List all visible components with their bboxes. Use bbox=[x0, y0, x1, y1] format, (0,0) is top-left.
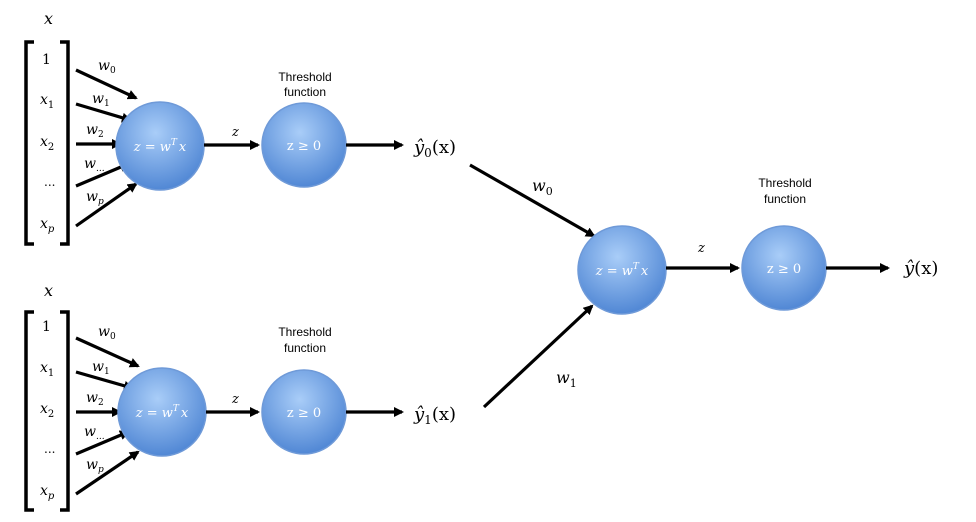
top-unit: x 1 x1 x2 ... xp w0 w1 w2 w... wp z = wT… bbox=[24, 9, 456, 246]
top-threshold-node-label: z ≥ 0 bbox=[287, 139, 321, 154]
top-weight-arrow-p bbox=[75, 182, 138, 228]
bottom-weight-arrow-0 bbox=[75, 336, 140, 368]
top-weight-label-3: w... bbox=[84, 156, 105, 174]
top-weight-arrow-3 bbox=[75, 162, 130, 188]
final-threshold-node-label: z ≥ 0 bbox=[767, 262, 801, 277]
bottom-weight-label-2: w2 bbox=[86, 390, 104, 408]
top-weight-label-2: w2 bbox=[86, 122, 104, 140]
final-output-label: ŷ(x) bbox=[903, 258, 938, 279]
final-weight-label-1: w1 bbox=[556, 368, 577, 390]
bottom-weight-label-0: w0 bbox=[98, 324, 116, 342]
bottom-input-x2: x2 bbox=[40, 401, 54, 420]
final-threshold-title-1: Threshold bbox=[758, 176, 811, 190]
final-weight-arrow-1 bbox=[482, 304, 594, 409]
top-weight-label-p: wp bbox=[86, 189, 104, 207]
final-weight-label-0: w0 bbox=[532, 176, 553, 198]
final-z-label: z bbox=[697, 241, 705, 256]
top-output-label: ŷ0(x) bbox=[413, 137, 456, 160]
bottom-threshold-title-2: function bbox=[284, 341, 326, 355]
bottom-input-x1: x1 bbox=[40, 360, 54, 379]
top-threshold-title-1: Threshold bbox=[278, 70, 331, 84]
bottom-threshold-node-label: z ≥ 0 bbox=[287, 406, 321, 421]
bottom-weight-label-p: wp bbox=[86, 457, 104, 475]
top-input-x1: x1 bbox=[40, 92, 54, 111]
bottom-threshold-title-1: Threshold bbox=[278, 325, 331, 339]
final-threshold-title-2: function bbox=[764, 192, 806, 206]
bottom-weight-label-3: w... bbox=[84, 424, 105, 442]
bottom-input-1: 1 bbox=[42, 319, 51, 335]
bottom-input-vector-label: x bbox=[44, 281, 53, 300]
top-right-bracket bbox=[60, 40, 70, 246]
bottom-unit: x 1 x1 x2 ... xp w0 w1 w2 w... wp z = wT… bbox=[24, 281, 456, 512]
top-input-xp: xp bbox=[40, 216, 55, 235]
bottom-left-bracket bbox=[24, 310, 34, 512]
bottom-weight-label-1: w1 bbox=[92, 359, 110, 377]
top-weight-label-1: w1 bbox=[92, 91, 110, 109]
bottom-input-xp: xp bbox=[40, 483, 55, 502]
bottom-weight-arrow-1 bbox=[75, 370, 134, 391]
top-input-ellipsis: ... bbox=[44, 175, 55, 189]
bottom-weight-arrow-3 bbox=[75, 430, 130, 456]
bottom-weight-arrow-p bbox=[75, 450, 140, 496]
top-threshold-title-2: function bbox=[284, 85, 326, 99]
top-weight-arrow-0 bbox=[75, 68, 138, 100]
final-sum-node bbox=[577, 225, 667, 315]
bottom-z-label: z bbox=[231, 392, 239, 407]
top-input-1: 1 bbox=[42, 52, 51, 68]
top-input-vector-label: x bbox=[44, 9, 53, 28]
top-input-x2: x2 bbox=[40, 134, 54, 153]
bottom-output-label: ŷ1(x) bbox=[413, 404, 456, 427]
bottom-right-bracket bbox=[60, 310, 70, 512]
top-weight-arrow-1 bbox=[75, 102, 132, 123]
top-weight-label-0: w0 bbox=[98, 58, 116, 76]
bottom-input-ellipsis: ... bbox=[44, 442, 55, 456]
top-z-label: z bbox=[231, 125, 239, 140]
final-weight-arrow-0 bbox=[469, 163, 596, 238]
top-left-bracket bbox=[24, 40, 34, 246]
